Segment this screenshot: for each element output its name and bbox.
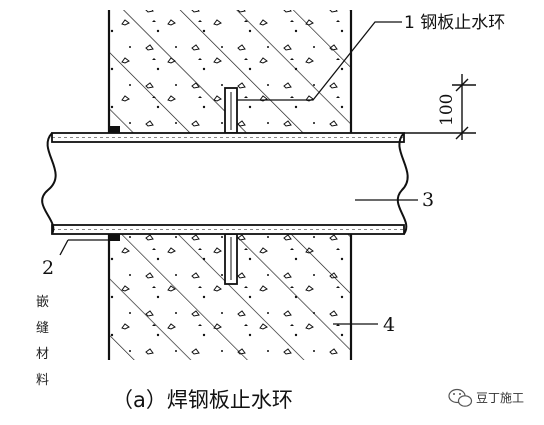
dimension-value: 100 <box>437 94 457 126</box>
vertical-note-char: 缝 <box>36 321 49 336</box>
concrete-wall-lower <box>107 234 353 360</box>
caulking-material <box>110 126 120 241</box>
leader-lines <box>59 21 418 325</box>
vertical-note-char: 材 <box>36 347 49 362</box>
label-wall-number: 4 <box>383 314 395 336</box>
vertical-note-char: 嵌 <box>36 295 49 310</box>
dimension-marker: 100 <box>404 74 476 140</box>
wechat-icon <box>448 388 473 407</box>
concrete-wall-upper <box>107 10 353 133</box>
vertical-note-caulking-material: 嵌 缝 材 料 <box>36 295 49 388</box>
pipe <box>41 132 409 235</box>
label-caulking-number: 2 <box>42 257 54 279</box>
label-steel-waterstop-ring: 1 钢板止水环 <box>404 13 505 33</box>
steel-waterstop-ring <box>224 87 238 285</box>
label-pipe-number: 3 <box>422 189 434 211</box>
vertical-note-char: 料 <box>36 373 49 388</box>
figure-caption: （a）焊钢板止水环 <box>112 388 293 412</box>
watermark-text: 豆丁施工 <box>476 391 524 405</box>
watermark: 豆丁施工 <box>448 388 524 407</box>
